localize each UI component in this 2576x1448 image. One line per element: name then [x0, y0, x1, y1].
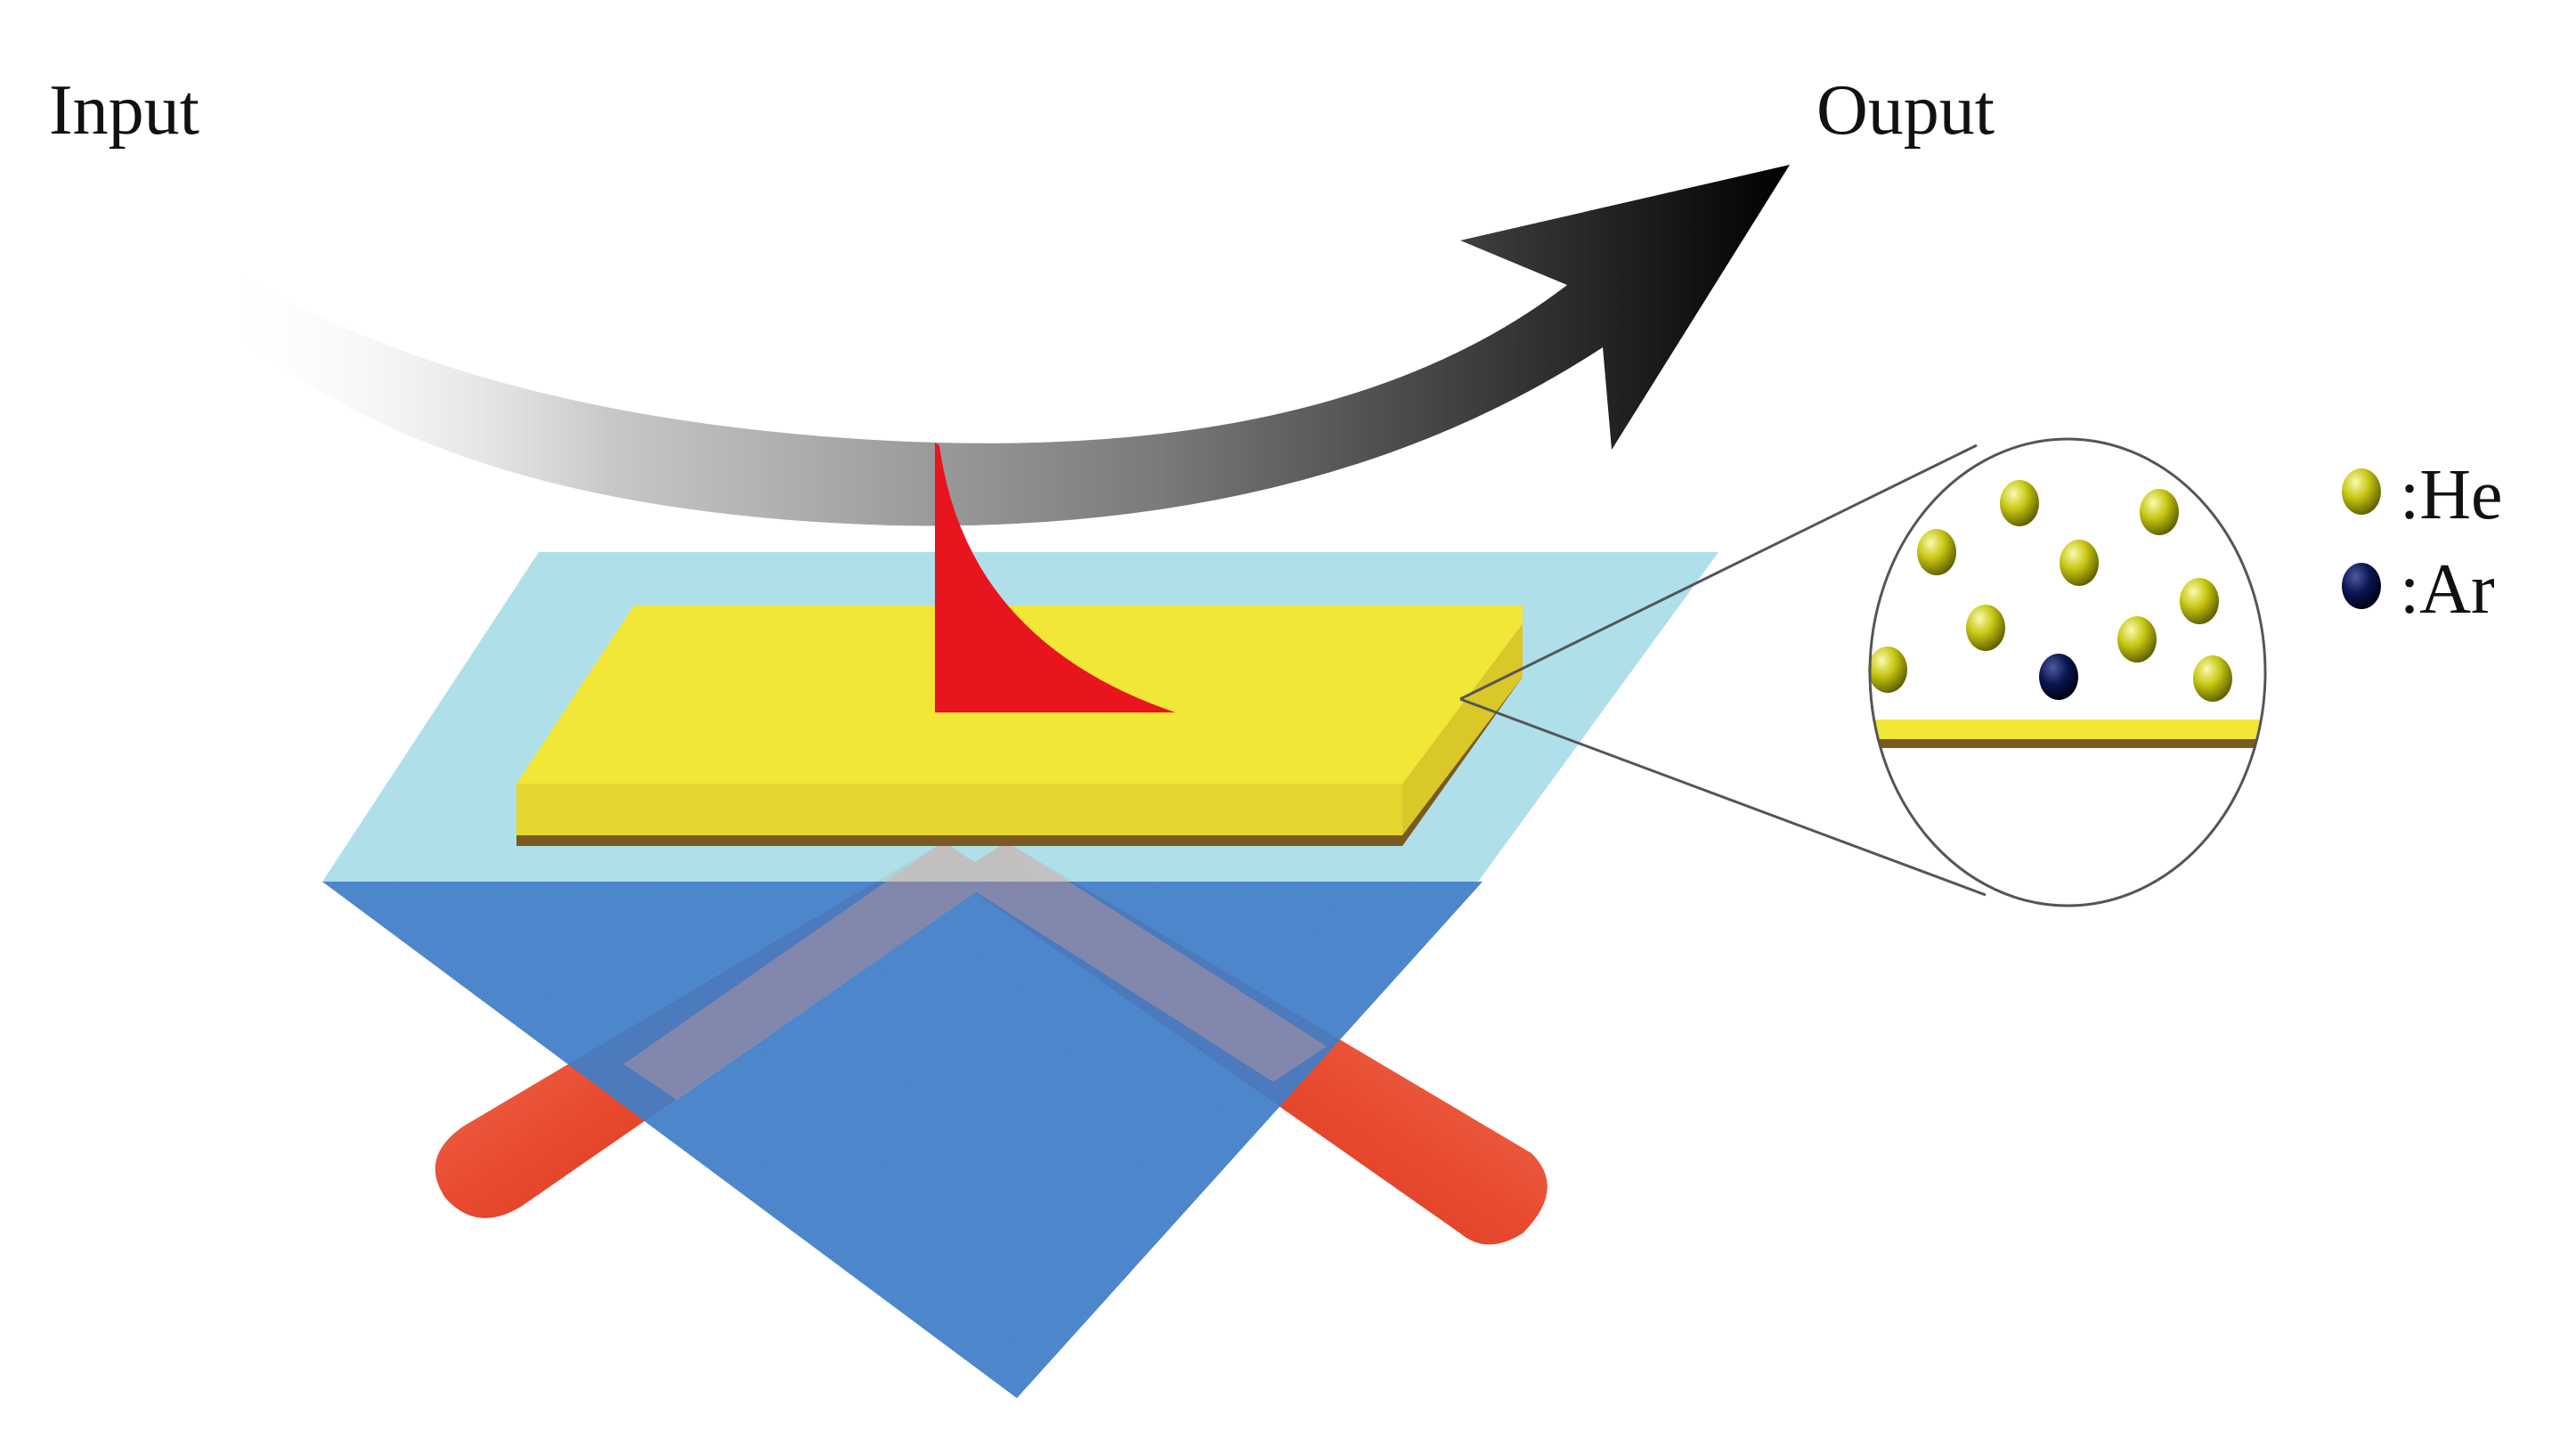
prism: [322, 882, 1483, 1398]
he-legend-icon: [2342, 468, 2381, 515]
ar-legend-icon: [2342, 563, 2381, 609]
he-atom: [2180, 578, 2219, 624]
curved-arrow: [214, 165, 1790, 526]
evanescent-wave: [935, 443, 1175, 712]
he-atom: [2060, 540, 2099, 586]
output-label: Ouput: [1816, 71, 1995, 150]
legend-item-he: :He: [2342, 456, 2503, 534]
he-atom: [2193, 655, 2232, 702]
inset-gold-layer: [1870, 720, 2265, 739]
he-atoms: [1868, 480, 2232, 702]
he-atom: [2000, 480, 2039, 526]
film-front-face: [516, 784, 1402, 835]
ar-atom: [2039, 654, 2078, 700]
arrow-body: [214, 165, 1790, 526]
he-atom: [2117, 616, 2157, 663]
inset-magnifier: [1868, 437, 2267, 907]
film-side-face: [1402, 623, 1523, 835]
he-atom: [1966, 605, 2005, 651]
input-label: Input: [49, 71, 199, 150]
legend-item-ar: :Ar: [2342, 550, 2495, 629]
ar-legend-label: :Ar: [2400, 550, 2495, 629]
he-atom: [1917, 529, 1956, 575]
he-legend-label: :He: [2400, 456, 2503, 534]
inset-circle-outline: [1868, 437, 2267, 907]
zoom-lines: [1459, 443, 1987, 897]
legend: :He :Ar: [2342, 456, 2503, 629]
he-atom: [2140, 489, 2179, 535]
beam-in-prism: [623, 842, 1327, 1100]
inset-substrate-layer: [1870, 739, 2265, 748]
he-atom: [1868, 647, 1907, 693]
